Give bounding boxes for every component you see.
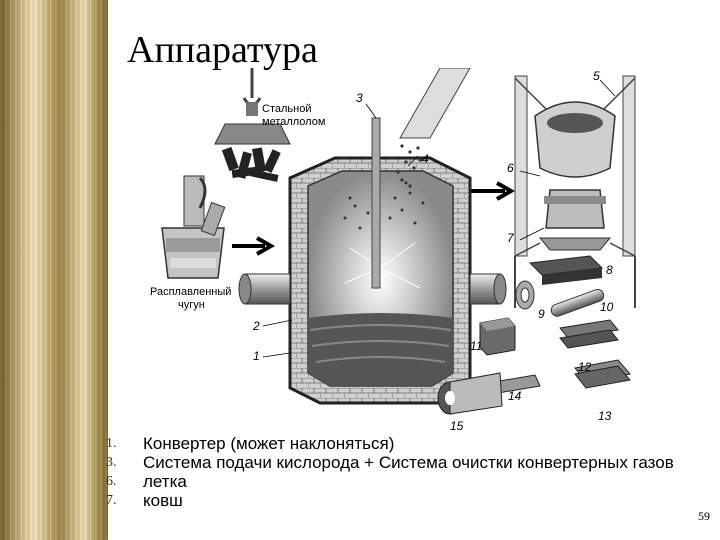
list-number: 1. [106, 434, 136, 453]
label-2: 2 [252, 319, 260, 333]
label-1: 1 [253, 349, 260, 363]
list-item: 3. Система подачи кислорода + Система оч… [106, 453, 706, 472]
list-number: 7. [106, 491, 136, 510]
arrow-iron-to-converter [232, 238, 271, 254]
label-6: 6 [507, 161, 514, 175]
list-item: 7. ковш [106, 491, 706, 510]
molten-iron-label-line1: Расплавленный [150, 286, 231, 298]
converter-svg: Стальной металлолом Расплавленный чугун [140, 68, 680, 440]
list-number: 6. [106, 472, 136, 491]
list-text: ковш [143, 491, 706, 510]
molten-iron-label-line2: чугун [178, 299, 205, 311]
label-7: 7 [507, 231, 515, 245]
molten-iron-ladle [162, 176, 225, 278]
steel-scrap-label-line2: металлолом [262, 116, 325, 128]
label-4: 4 [422, 152, 429, 166]
decorative-gold-border [0, 0, 108, 540]
list-text: Конвертер (может наклоняться) [143, 434, 706, 453]
component-list: 1. Конвертер (может наклоняться) 3. Сист… [106, 434, 706, 510]
label-10: 10 [600, 300, 614, 314]
list-item: 1. Конвертер (может наклоняться) [106, 434, 706, 453]
label-15: 15 [450, 419, 464, 433]
steel-scrap-label-line1: Стальной [262, 103, 311, 115]
page-number: 59 [698, 509, 710, 524]
label-5: 5 [593, 69, 600, 83]
label-9: 9 [538, 307, 545, 321]
list-text: летка [143, 472, 706, 491]
list-item: 6. летка [106, 472, 706, 491]
label-12: 12 [578, 360, 592, 374]
oxygen-lance [372, 118, 380, 288]
list-text: Система подачи кислорода + Система очист… [143, 453, 706, 472]
wire-coil [516, 281, 534, 309]
arrow-converter-to-ladle [470, 183, 511, 199]
label-11: 11 [470, 339, 482, 353]
slide-title: Аппаратура [127, 28, 318, 72]
label-8: 8 [606, 263, 613, 277]
label-13: 13 [598, 409, 612, 423]
label-14: 14 [508, 389, 522, 403]
label-3: 3 [356, 91, 363, 105]
list-number: 3. [106, 453, 136, 472]
converter-diagram: Стальной металлолом Расплавленный чугун [140, 68, 680, 440]
